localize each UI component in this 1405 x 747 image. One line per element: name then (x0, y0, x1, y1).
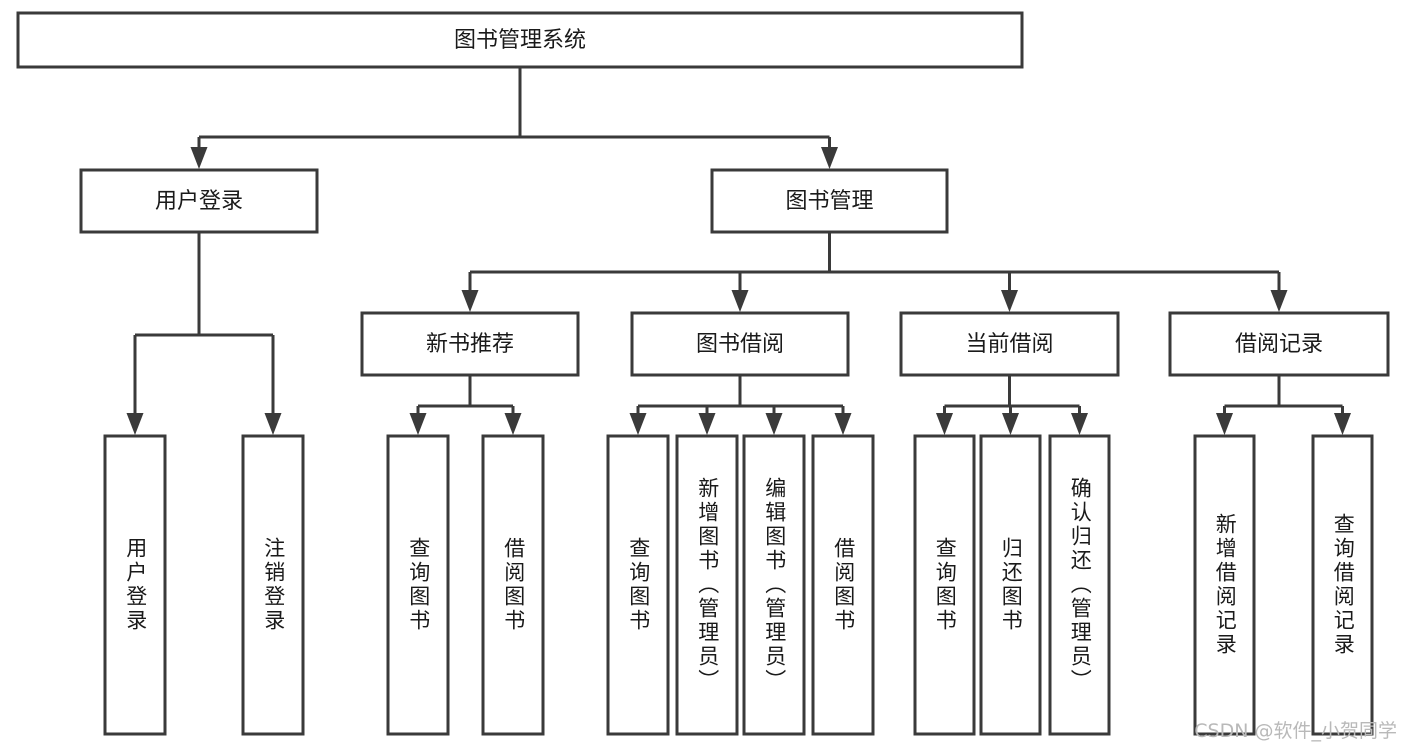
node-leaf-add-record[interactable] (1193, 434, 1256, 736)
node-leaf-user-login[interactable] (103, 434, 167, 736)
node-leaf-query-book-3[interactable] (913, 434, 976, 736)
node-rect (481, 434, 545, 736)
node-label: 用户登录 (155, 189, 243, 214)
connector-layer (126, 67, 1351, 435)
node-label: 新书推荐 (426, 332, 514, 357)
arrow-head-icon (731, 290, 749, 312)
node-rect (1193, 434, 1256, 736)
node-rect (811, 434, 875, 736)
node-rect (16, 11, 1024, 69)
node-rect (913, 434, 976, 736)
node-rect (1311, 434, 1374, 736)
arrow-head-icon (936, 413, 953, 435)
node-leaf-query-book-2[interactable] (606, 434, 670, 736)
node-rect (742, 434, 806, 736)
node-label: 当前借阅 (965, 332, 1053, 357)
watermark-text: CSDN @软件_小贺同学 (1194, 720, 1397, 742)
node-root[interactable]: 图书管理系统 (16, 11, 1024, 69)
arrow-head-icon (190, 147, 208, 169)
arrow-head-icon (1216, 413, 1233, 435)
node-rect (103, 434, 167, 736)
arrow-head-icon (1001, 290, 1018, 312)
node-rect (241, 434, 305, 736)
arrow-head-icon (504, 413, 522, 435)
arrow-head-icon (1334, 413, 1351, 435)
node-label: 图书管理系统 (454, 28, 586, 53)
node-book-manage[interactable]: 图书管理 (710, 168, 949, 234)
arrow-head-icon (461, 290, 479, 312)
node-rect (899, 311, 1120, 377)
arrow-head-icon (264, 413, 282, 435)
arrow-head-icon (126, 413, 144, 435)
node-new-book-recommend[interactable]: 新书推荐 (360, 311, 580, 377)
node-leaf-add-book[interactable] (675, 434, 739, 736)
node-leaf-return-book[interactable] (979, 434, 1042, 736)
node-label: 图书管理 (785, 189, 873, 214)
node-leaf-logout[interactable] (241, 434, 305, 736)
arrow-head-icon (821, 147, 838, 169)
node-rect (630, 311, 850, 377)
node-rect (606, 434, 670, 736)
node-rect (979, 434, 1042, 736)
node-leaf-borrow-book-1[interactable] (481, 434, 545, 736)
arrow-head-icon (409, 413, 427, 435)
node-leaf-query-record[interactable] (1311, 434, 1374, 736)
node-rect (710, 168, 949, 234)
node-current-borrow[interactable]: 当前借阅 (899, 311, 1120, 377)
node-label: 图书借阅 (696, 332, 784, 357)
arrow-head-icon (1002, 413, 1019, 435)
arrow-head-icon (1071, 413, 1088, 435)
node-rect (360, 311, 580, 377)
node-leaf-query-book-1[interactable] (386, 434, 450, 736)
arrow-head-icon (629, 413, 647, 435)
node-rect (1048, 434, 1111, 736)
node-leaf-confirm-return[interactable] (1048, 434, 1111, 736)
node-rect (386, 434, 450, 736)
node-borrow-record[interactable]: 借阅记录 (1168, 311, 1390, 377)
node-book-borrow[interactable]: 图书借阅 (630, 311, 850, 377)
node-label: 借阅记录 (1235, 332, 1323, 357)
node-leaf-borrow-book-2[interactable] (811, 434, 875, 736)
arrow-head-icon (698, 413, 716, 435)
node-leaf-edit-book[interactable] (742, 434, 806, 736)
arrow-head-icon (1270, 290, 1288, 312)
node-user-login[interactable]: 用户登录 (79, 168, 319, 234)
node-rect (79, 168, 319, 234)
node-rect (1168, 311, 1390, 377)
node-rect (675, 434, 739, 736)
arrow-head-icon (765, 413, 783, 435)
arrow-head-icon (834, 413, 852, 435)
